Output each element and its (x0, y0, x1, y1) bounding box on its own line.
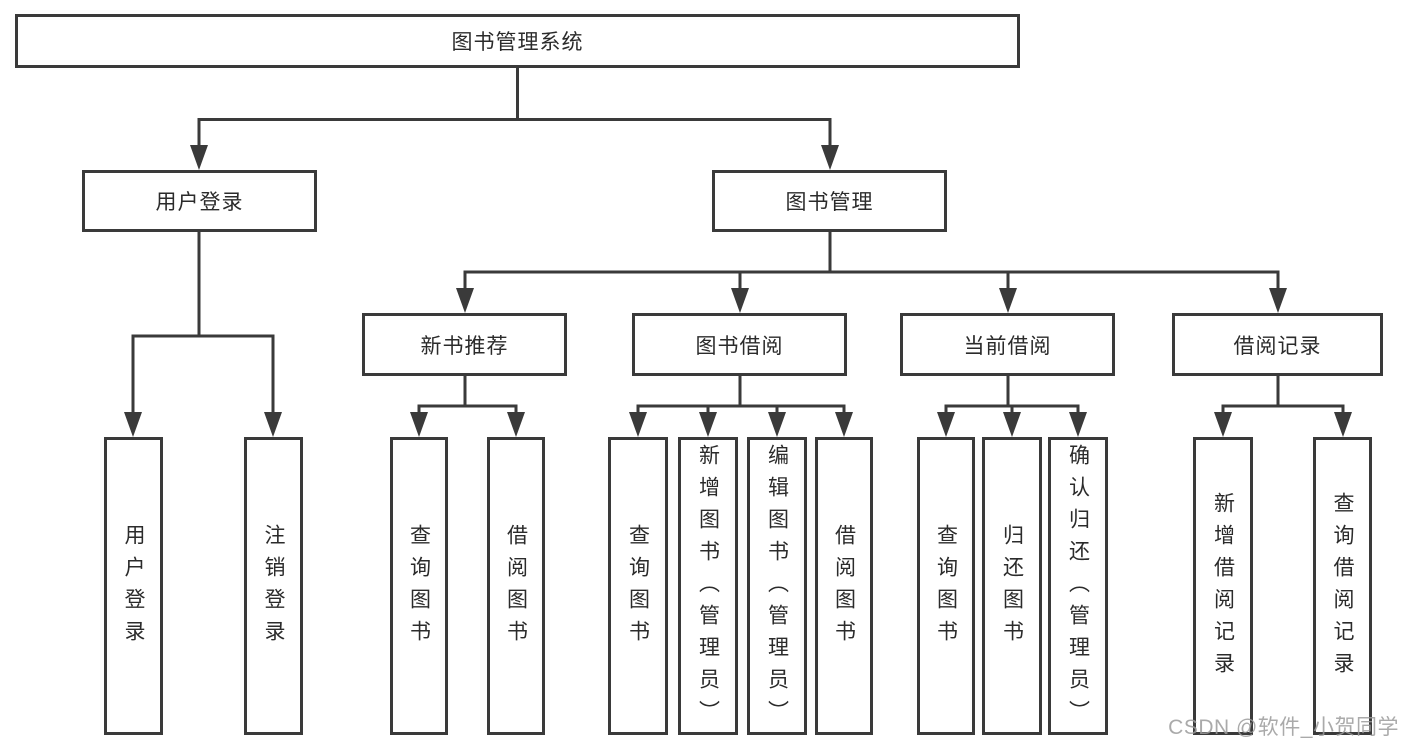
node-borrow-records: 借阅记录 (1172, 313, 1383, 376)
arrow-down-icon (821, 145, 839, 170)
leaf-add-book-admin: 新增图书（管理员） (678, 437, 738, 735)
arrow-down-icon (1003, 412, 1021, 437)
leaf-confirm-return-admin: 确认归还（管理员） (1048, 437, 1108, 735)
arrow-down-icon (835, 412, 853, 437)
arrow-down-icon (190, 145, 208, 170)
arrow-down-icon (999, 288, 1017, 313)
leaf-add-borrow-record: 新增借阅记录 (1193, 437, 1253, 735)
leaf-query-borrow-record: 查询借阅记录 (1313, 437, 1372, 735)
leaf-return-books: 归还图书 (982, 437, 1042, 735)
node-current-borrow: 当前借阅 (900, 313, 1115, 376)
leaf-user-login: 用户登录 (104, 437, 163, 735)
arrow-down-icon (768, 412, 786, 437)
node-user-login: 用户登录 (82, 170, 317, 232)
leaf-query-books-1: 查询图书 (390, 437, 448, 735)
leaf-logout: 注销登录 (244, 437, 303, 735)
arrow-down-icon (1214, 412, 1232, 437)
leaf-edit-book-admin: 编辑图书（管理员） (747, 437, 807, 735)
arrow-down-icon (629, 412, 647, 437)
arrow-down-icon (410, 412, 428, 437)
node-new-book-recommend: 新书推荐 (362, 313, 567, 376)
node-book-borrow: 图书借阅 (632, 313, 847, 376)
arrow-down-icon (731, 288, 749, 313)
arrow-down-icon (1334, 412, 1352, 437)
arrow-down-icon (699, 412, 717, 437)
arrow-down-icon (1269, 288, 1287, 313)
arrow-down-icon (456, 288, 474, 313)
leaf-query-books-3: 查询图书 (917, 437, 975, 735)
node-book-management: 图书管理 (712, 170, 947, 232)
arrow-down-icon (124, 412, 142, 437)
arrow-down-icon (937, 412, 955, 437)
arrow-down-icon (507, 412, 525, 437)
arrow-down-icon (264, 412, 282, 437)
watermark: CSDN @软件_小贺同学 (1168, 716, 1399, 739)
arrow-down-icon (1069, 412, 1087, 437)
leaf-borrow-books-2: 借阅图书 (815, 437, 873, 735)
node-root: 图书管理系统 (15, 14, 1020, 68)
leaf-query-books-2: 查询图书 (608, 437, 668, 735)
leaf-borrow-books-1: 借阅图书 (487, 437, 545, 735)
